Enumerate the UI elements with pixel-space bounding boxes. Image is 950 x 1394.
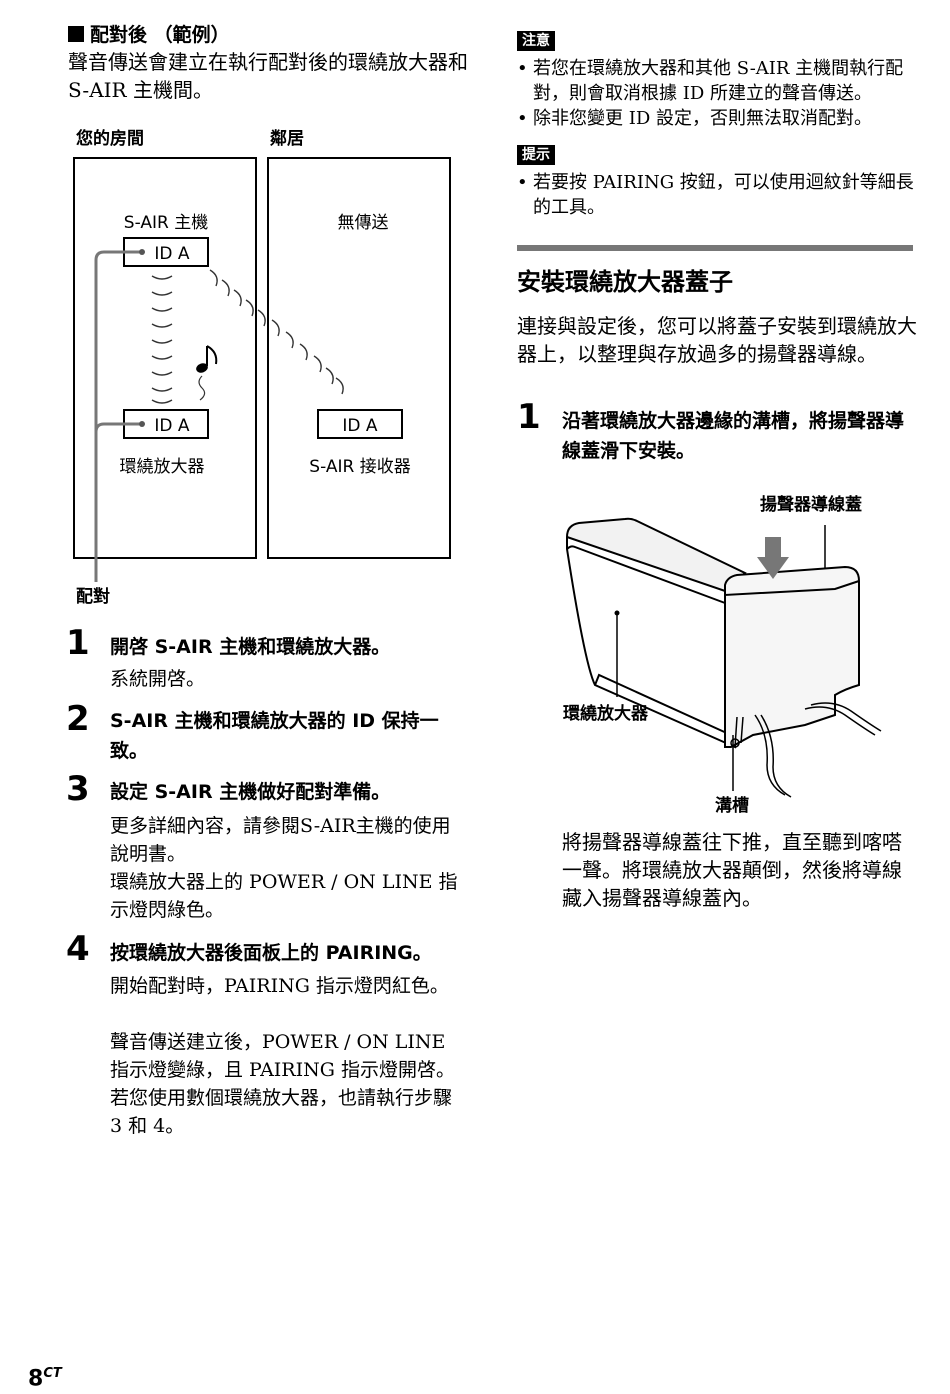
example-text: 聲音傳送會建立在執行配對後的環繞放大器和 S-AIR 主機間。	[68, 50, 468, 102]
section-intro: 連接與設定後，您可以將蓋子安裝到環繞放大器上，以整理與存放過多的揚聲器導線。	[517, 314, 917, 366]
note-item: •除非您變更 ID 設定，否則無法取消配對。	[517, 108, 872, 129]
step-1-body: 系統開啓。	[110, 668, 206, 690]
cover-after-text: 將揚聲器導線蓋往下推，直至聽到喀嗒一聲。將環繞放大器顛倒，然後將導線藏入揚聲器導…	[562, 830, 902, 910]
main-unit-label: S-AIR 主機	[124, 213, 208, 233]
step-3-body-1: 更多詳細內容，請參閱S-AIR主機的使用說明書。	[110, 815, 451, 865]
example-heading-text: 配對後 （範例）	[90, 24, 230, 46]
down-arrow-icon	[757, 537, 789, 579]
cover-step-heading: 沿著環繞放大器邊緣的溝槽，將揚聲器導線蓋滑下安裝。	[562, 410, 905, 462]
your-room-box	[73, 157, 257, 559]
groove-label: 溝槽	[715, 795, 749, 816]
speaker-wires	[734, 702, 882, 798]
page-number: 8CT	[28, 1366, 62, 1392]
hint-item: •若要按 PAIRING 按鈕，可以使用迴紋針等細長的工具。	[517, 172, 914, 218]
your-room-label: 您的房間	[76, 128, 144, 149]
connector-dot-main	[139, 249, 145, 255]
cover-install-illustration: 揚聲器導線蓋 環繞放大器 溝槽	[563, 494, 882, 816]
step-2-number: 2	[66, 699, 90, 739]
id-amp-label: ID A	[154, 416, 190, 436]
step-4-number: 4	[66, 929, 90, 969]
note-tag: 注意	[517, 31, 555, 51]
step-1-heading: 開啓 S-AIR 主機和環繞放大器。	[110, 636, 391, 658]
id-main-label: ID A	[154, 244, 190, 264]
hint-tag: 提示	[517, 145, 555, 165]
music-note-icon	[196, 345, 218, 401]
step-4-heading: 按環繞放大器後面板上的 PAIRING。	[110, 942, 432, 964]
note-list: •若您在環繞放大器和其他 S-AIR 主機間執行配對，則會取消根據 ID 所建立…	[517, 56, 917, 131]
example-heading: 配對後 （範例）	[68, 20, 230, 47]
pairing-label: 配對	[76, 586, 110, 607]
step-3-heading: 設定 S-AIR 主機做好配對準備。	[110, 781, 391, 803]
section-title: 安裝環繞放大器蓋子	[517, 268, 733, 296]
neighbor-room-box	[267, 157, 451, 559]
id-receiver-label: ID A	[342, 416, 378, 436]
cover-step-number: 1	[517, 397, 541, 437]
step-3-number: 3	[66, 769, 90, 809]
black-square-icon	[68, 26, 84, 42]
step-1-number: 1	[66, 623, 90, 663]
pairing-connector-line	[94, 250, 140, 582]
speaker-cover-unit	[724, 565, 860, 748]
id-box-receiver	[317, 409, 403, 439]
cover-label: 揚聲器導線蓋	[760, 494, 862, 515]
step-3-body-2: 環繞放大器上的 POWER / ON LINE 指示燈閃綠色。	[110, 871, 458, 921]
surround-amp-label: 環繞放大器	[120, 457, 205, 477]
amp-label: 環繞放大器	[563, 703, 649, 724]
section-divider-bar	[517, 245, 913, 251]
pairing-diagram: 您的房間 鄰居 S-AIR 主機 無傳送 ID A ID A ID A 環繞放大…	[73, 128, 451, 607]
receiver-label: S-AIR 接收器	[309, 457, 410, 477]
page-suffix: CT	[43, 1366, 62, 1381]
neighbor-label: 鄰居	[270, 128, 304, 149]
step-2-heading: S-AIR 主機和環繞放大器的 ID 保持一致。	[110, 710, 439, 762]
diagonal-wave-icon	[209, 269, 344, 395]
amplifier-body	[565, 517, 747, 749]
vertical-wave-icon	[151, 275, 173, 404]
step-4-body-1: 開始配對時，PAIRING 指示燈閃紅色。	[110, 975, 449, 997]
step-4-body-2: 聲音傳送建立後，POWER / ON LINE 指示燈變綠，且 PAIRING …	[110, 1031, 455, 1137]
note-item: •若您在環繞放大器和其他 S-AIR 主機間執行配對，則會取消根據 ID 所建立…	[517, 58, 904, 104]
no-transmission-label: 無傳送	[338, 213, 389, 233]
connector-dot-amp	[139, 421, 145, 427]
hint-list: •若要按 PAIRING 按鈕，可以使用迴紋針等細長的工具。	[517, 170, 917, 220]
